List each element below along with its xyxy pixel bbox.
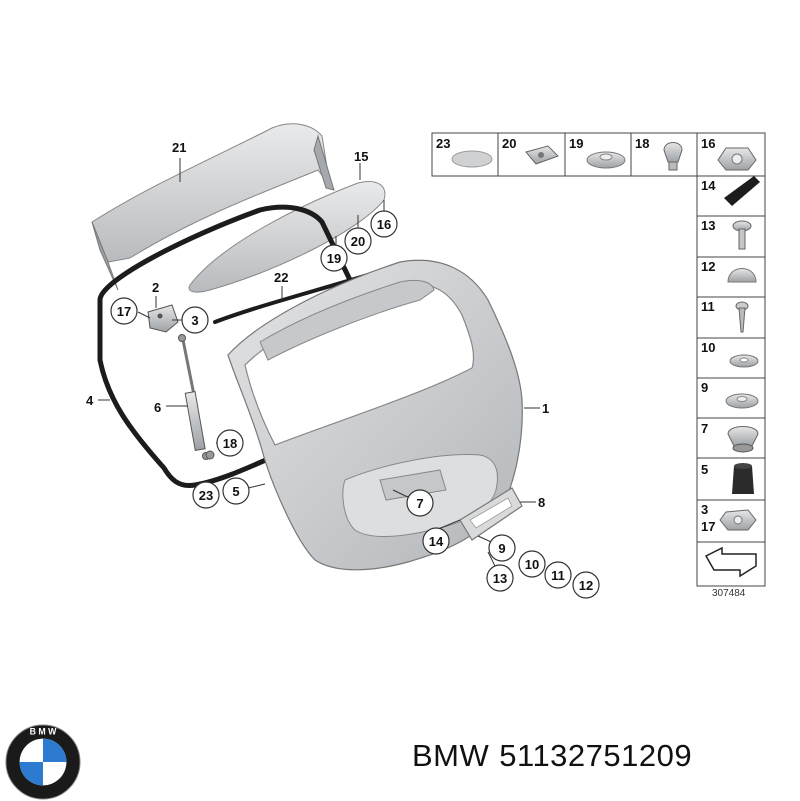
legend-label-5: 5 [701, 462, 708, 477]
legend-label-19: 19 [569, 136, 583, 151]
brand-name: BMW [412, 738, 490, 773]
label-11: 11 [551, 568, 565, 583]
label-9: 9 [498, 541, 505, 556]
label-1: 1 [542, 401, 549, 416]
label-18: 18 [223, 436, 237, 451]
legend-label-13: 13 [701, 218, 715, 233]
part-8-plate-bracket [459, 487, 523, 541]
label-15: 15 [354, 149, 368, 164]
legend-label-14: 14 [701, 178, 716, 193]
legend-label-20: 20 [502, 136, 516, 151]
legend-label-9: 9 [701, 380, 708, 395]
legend-side-column: 14 13 12 11 10 9 7 5 3 17 [696, 175, 766, 587]
label-23: 23 [199, 488, 213, 503]
label-20: 20 [351, 234, 365, 249]
legend-label-18: 18 [635, 136, 649, 151]
label-5: 5 [232, 484, 239, 499]
bmw-logo-icon: B M W [5, 724, 81, 800]
part-1-tailgate [227, 259, 523, 571]
legend-label-16: 16 [701, 136, 715, 151]
legend-label-23: 23 [436, 136, 450, 151]
part-21-roof-spoiler [91, 123, 335, 291]
label-12: 12 [579, 578, 593, 593]
part-18-bumper [205, 450, 215, 460]
part-6-gas-strut [178, 334, 210, 460]
svg-text:B M W: B M W [30, 727, 58, 737]
label-10: 10 [525, 557, 539, 572]
label-6: 6 [154, 400, 161, 415]
legend-label-11: 11 [701, 299, 715, 314]
part-number: 51132751209 [499, 738, 693, 773]
label-17: 17 [117, 304, 131, 319]
label-8: 8 [538, 495, 545, 510]
legend-top-row: 23 20 19 18 16 [431, 132, 766, 177]
label-4: 4 [86, 393, 94, 408]
label-16: 16 [377, 217, 391, 232]
label-21: 21 [172, 140, 186, 155]
reference-number: 307484 [712, 588, 746, 599]
label-2: 2 [152, 280, 159, 295]
label-19: 19 [327, 251, 341, 266]
label-14: 14 [429, 534, 444, 549]
label-22: 22 [274, 270, 288, 285]
label-3: 3 [191, 313, 198, 328]
callout-labels: 21 15 16 20 19 22 2 17 3 4 6 1 18 23 5 7… [86, 140, 600, 599]
legend-label-17: 17 [701, 519, 715, 534]
legend-label-7: 7 [701, 421, 708, 436]
cross-reference-arrow-icon [704, 546, 757, 578]
label-13: 13 [493, 571, 507, 586]
legend-label-12: 12 [701, 259, 715, 274]
part-caption: BMW 51132751209 [412, 738, 702, 774]
legend-label-10: 10 [701, 340, 715, 355]
part-2-hinge [147, 304, 179, 333]
legend-label-3: 3 [701, 502, 708, 517]
label-7: 7 [416, 496, 423, 511]
